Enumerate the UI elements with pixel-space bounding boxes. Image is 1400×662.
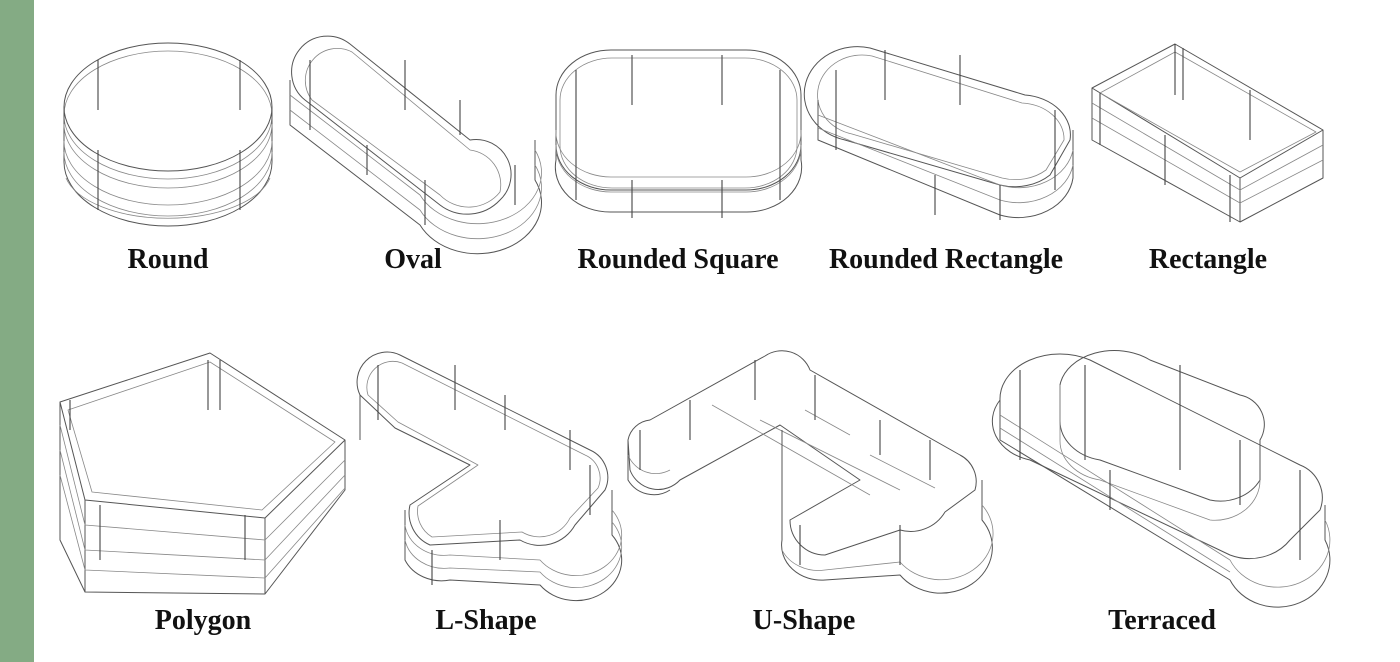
- shape-label-rounded-rectangle: Rounded Rectangle: [828, 244, 1064, 275]
- polygon-bed-icon: [59, 352, 346, 595]
- terraced-bed-icon: [991, 350, 1331, 608]
- rectangle-bed-icon: [1091, 43, 1324, 223]
- round-bed-icon: [63, 42, 273, 227]
- rounded-square-bed-icon: [554, 49, 803, 218]
- shape-label-l-shape: L-Shape: [435, 605, 537, 636]
- rounded-rectangle-bed-icon: [803, 46, 1074, 220]
- shape-label-u-shape: U-Shape: [752, 605, 856, 636]
- oval-bed-icon: [289, 35, 542, 255]
- side-accent-bar: [0, 0, 34, 662]
- shape-label-rounded-square: Rounded Square: [577, 244, 779, 275]
- l-shape-bed-icon: [356, 351, 623, 602]
- shape-label-polygon: Polygon: [154, 605, 252, 636]
- shape-label-rectangle: Rectangle: [1148, 244, 1268, 275]
- u-shape-bed-icon: [627, 350, 994, 594]
- shape-label-round: Round: [127, 244, 209, 275]
- shape-label-oval: Oval: [384, 244, 442, 275]
- shape-label-terraced: Terraced: [1108, 605, 1216, 636]
